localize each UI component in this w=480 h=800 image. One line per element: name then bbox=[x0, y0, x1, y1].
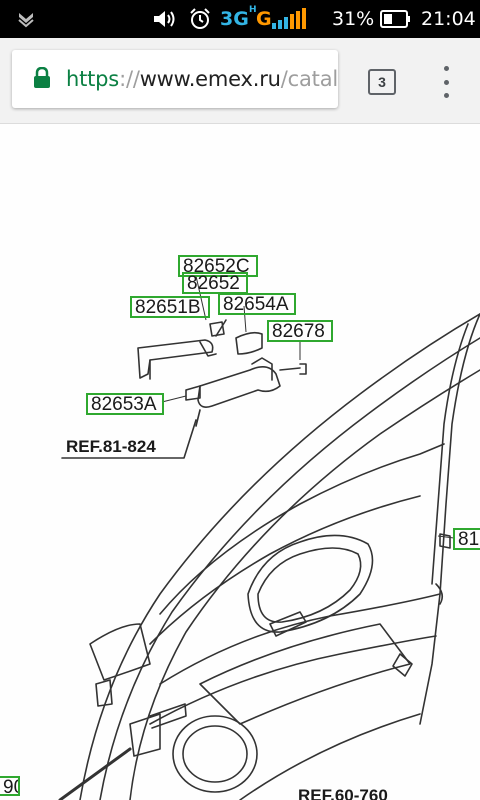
battery-icon bbox=[380, 0, 412, 38]
address-bar[interactable]: https://www.emex.ru/catalog bbox=[12, 50, 338, 108]
status-bar: 3G H G 31% 21:04 bbox=[0, 0, 480, 38]
url-scheme: https bbox=[66, 67, 120, 91]
parts-diagram-page: 82652C 82652 82651B 82654A 82678 82653A … bbox=[0, 124, 480, 800]
part-label-82654a[interactable]: 82654A bbox=[218, 293, 296, 315]
part-label-90-partial[interactable]: 90 bbox=[0, 776, 20, 796]
volume-icon bbox=[152, 0, 178, 38]
ref-label-bottom: REF.60-760 bbox=[298, 786, 388, 800]
part-label-82653a[interactable]: 82653A bbox=[86, 393, 164, 415]
alarm-icon bbox=[188, 0, 212, 38]
part-label-82652[interactable]: 82652 bbox=[182, 272, 248, 294]
network-3g-label: 3G bbox=[220, 8, 249, 30]
browser-toolbar: https://www.emex.ru/catalog 3 bbox=[0, 38, 480, 124]
clock: 21:04 bbox=[421, 8, 476, 30]
part-label-81-partial[interactable]: 81 bbox=[453, 528, 480, 550]
part-label-82678[interactable]: 82678 bbox=[267, 320, 333, 342]
menu-dot-icon bbox=[443, 66, 449, 71]
door-parts-diagram bbox=[58, 275, 480, 800]
url-text: https://www.emex.ru/catalog bbox=[66, 67, 338, 91]
notification-icon bbox=[16, 0, 36, 38]
url-host: www.emex.ru bbox=[139, 67, 281, 91]
overflow-menu-button[interactable] bbox=[432, 66, 460, 98]
ref-label-81-824: REF.81-824 bbox=[66, 437, 156, 456]
battery-percent: 31% bbox=[332, 8, 375, 30]
url-path: /catalog bbox=[280, 67, 338, 91]
lock-icon bbox=[32, 66, 52, 93]
part-label-82651b[interactable]: 82651B bbox=[130, 296, 210, 318]
part-label-82652c[interactable]: 82652C bbox=[178, 255, 258, 277]
menu-dot-icon bbox=[443, 93, 449, 98]
network-g-label: G bbox=[256, 8, 272, 30]
tab-switcher-button[interactable]: 3 bbox=[368, 69, 396, 95]
network-h-label: H bbox=[249, 5, 257, 15]
signal-icon bbox=[272, 0, 326, 38]
menu-dot-icon bbox=[443, 79, 449, 85]
url-separator: :// bbox=[119, 67, 140, 91]
